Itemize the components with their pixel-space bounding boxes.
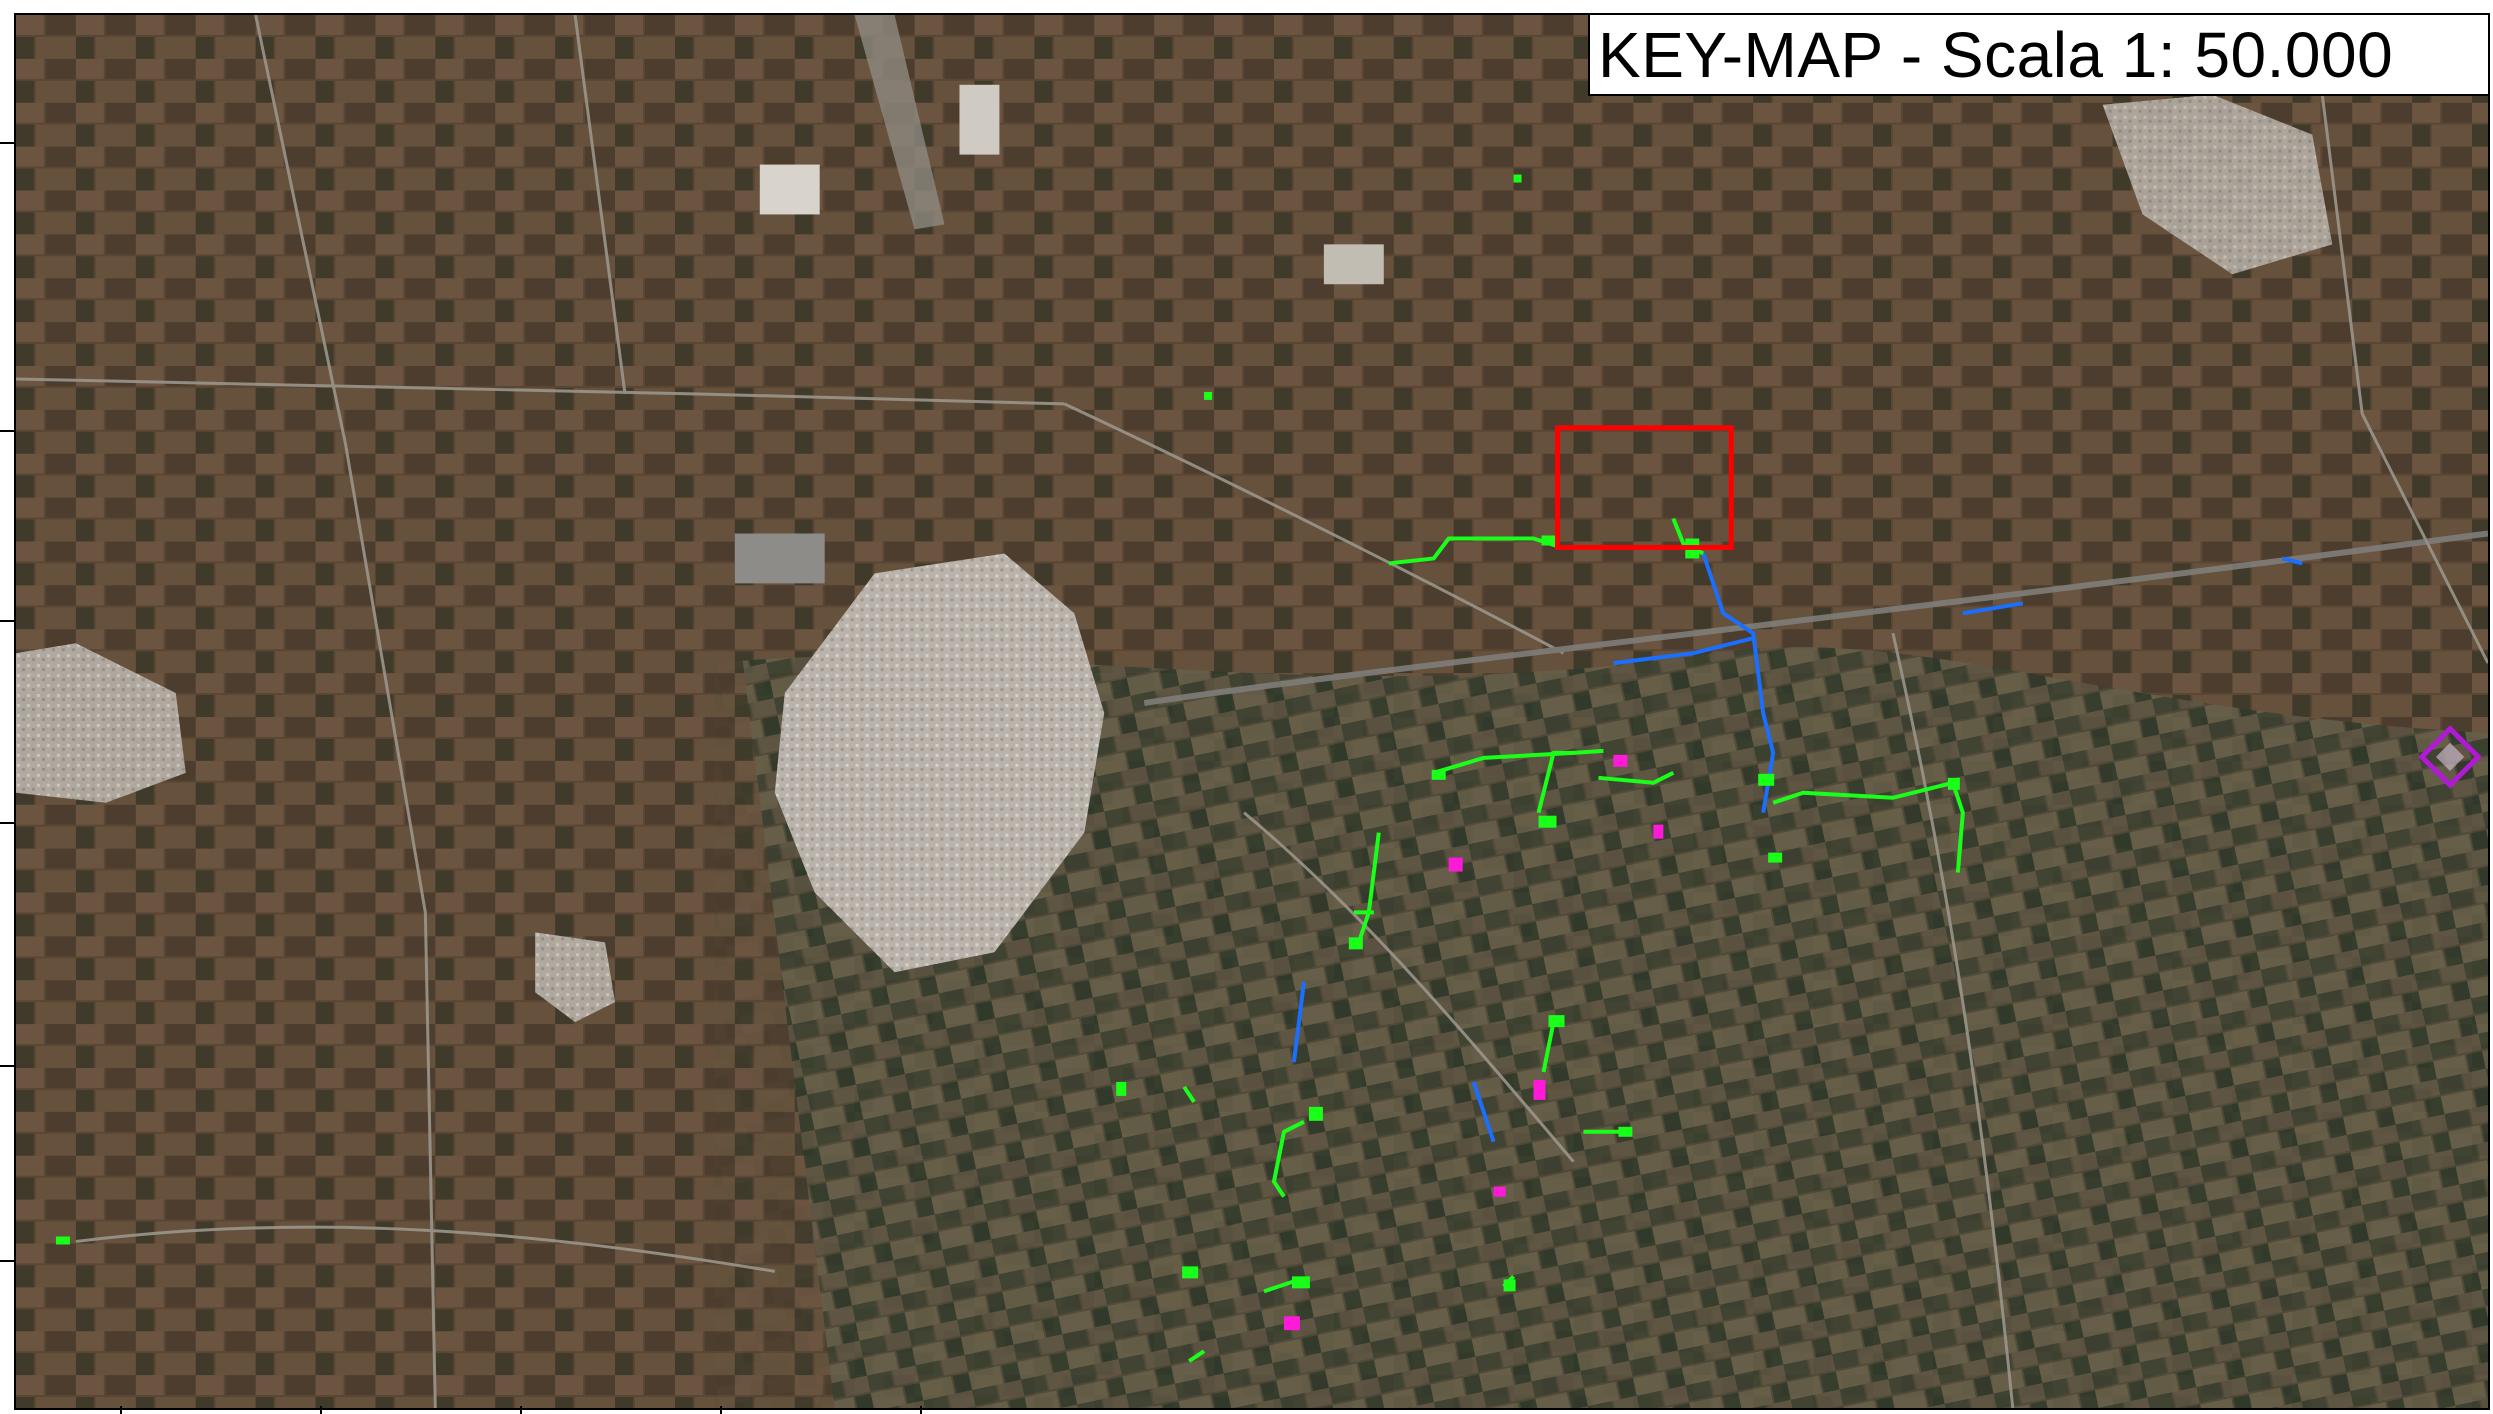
- main-town: [774, 553, 1105, 973]
- highlight-box[interactable]: [1555, 425, 1734, 550]
- frame-tick-left: [0, 822, 14, 824]
- quarry-north-2: [959, 84, 1000, 155]
- green-nodes: [55, 174, 1960, 1292]
- map-title: KEY-MAP - Scala 1: 50.000: [1598, 18, 2394, 91]
- map-frame: KEY-MAP - Scala 1: 50.000: [14, 13, 2490, 1410]
- frame-tick-bottom: [320, 1406, 322, 1414]
- substation-marker[interactable]: [2418, 725, 2482, 789]
- southwest-village: [535, 932, 616, 1023]
- frame-tick-left: [0, 1065, 14, 1067]
- quarry-east: [1323, 244, 1384, 285]
- frame-tick-left: [0, 620, 14, 622]
- terrain-west: [16, 363, 835, 1408]
- frame-tick-bottom: [520, 1406, 522, 1414]
- industrial-area: [734, 533, 825, 584]
- roads: [16, 15, 2488, 1408]
- frame-tick-left: [0, 142, 14, 144]
- frame-tick-bottom: [720, 1406, 722, 1414]
- west-town: [16, 643, 186, 803]
- frame-tick-left: [0, 1260, 14, 1262]
- magenta-sites: [1283, 754, 1664, 1331]
- airfield-runway: [854, 15, 945, 230]
- blue-cable-routes: [1291, 552, 2303, 1143]
- northeast-town: [2102, 94, 2333, 275]
- frame-tick-bottom: [920, 1406, 922, 1414]
- scale-title-box: KEY-MAP - Scala 1: 50.000: [1588, 15, 2488, 96]
- frame-tick-left: [0, 430, 14, 432]
- frame-tick-bottom: [120, 1406, 122, 1414]
- satellite-map[interactable]: [16, 15, 2488, 1408]
- quarry-north: [759, 164, 820, 215]
- terrain-south: [714, 647, 2488, 1408]
